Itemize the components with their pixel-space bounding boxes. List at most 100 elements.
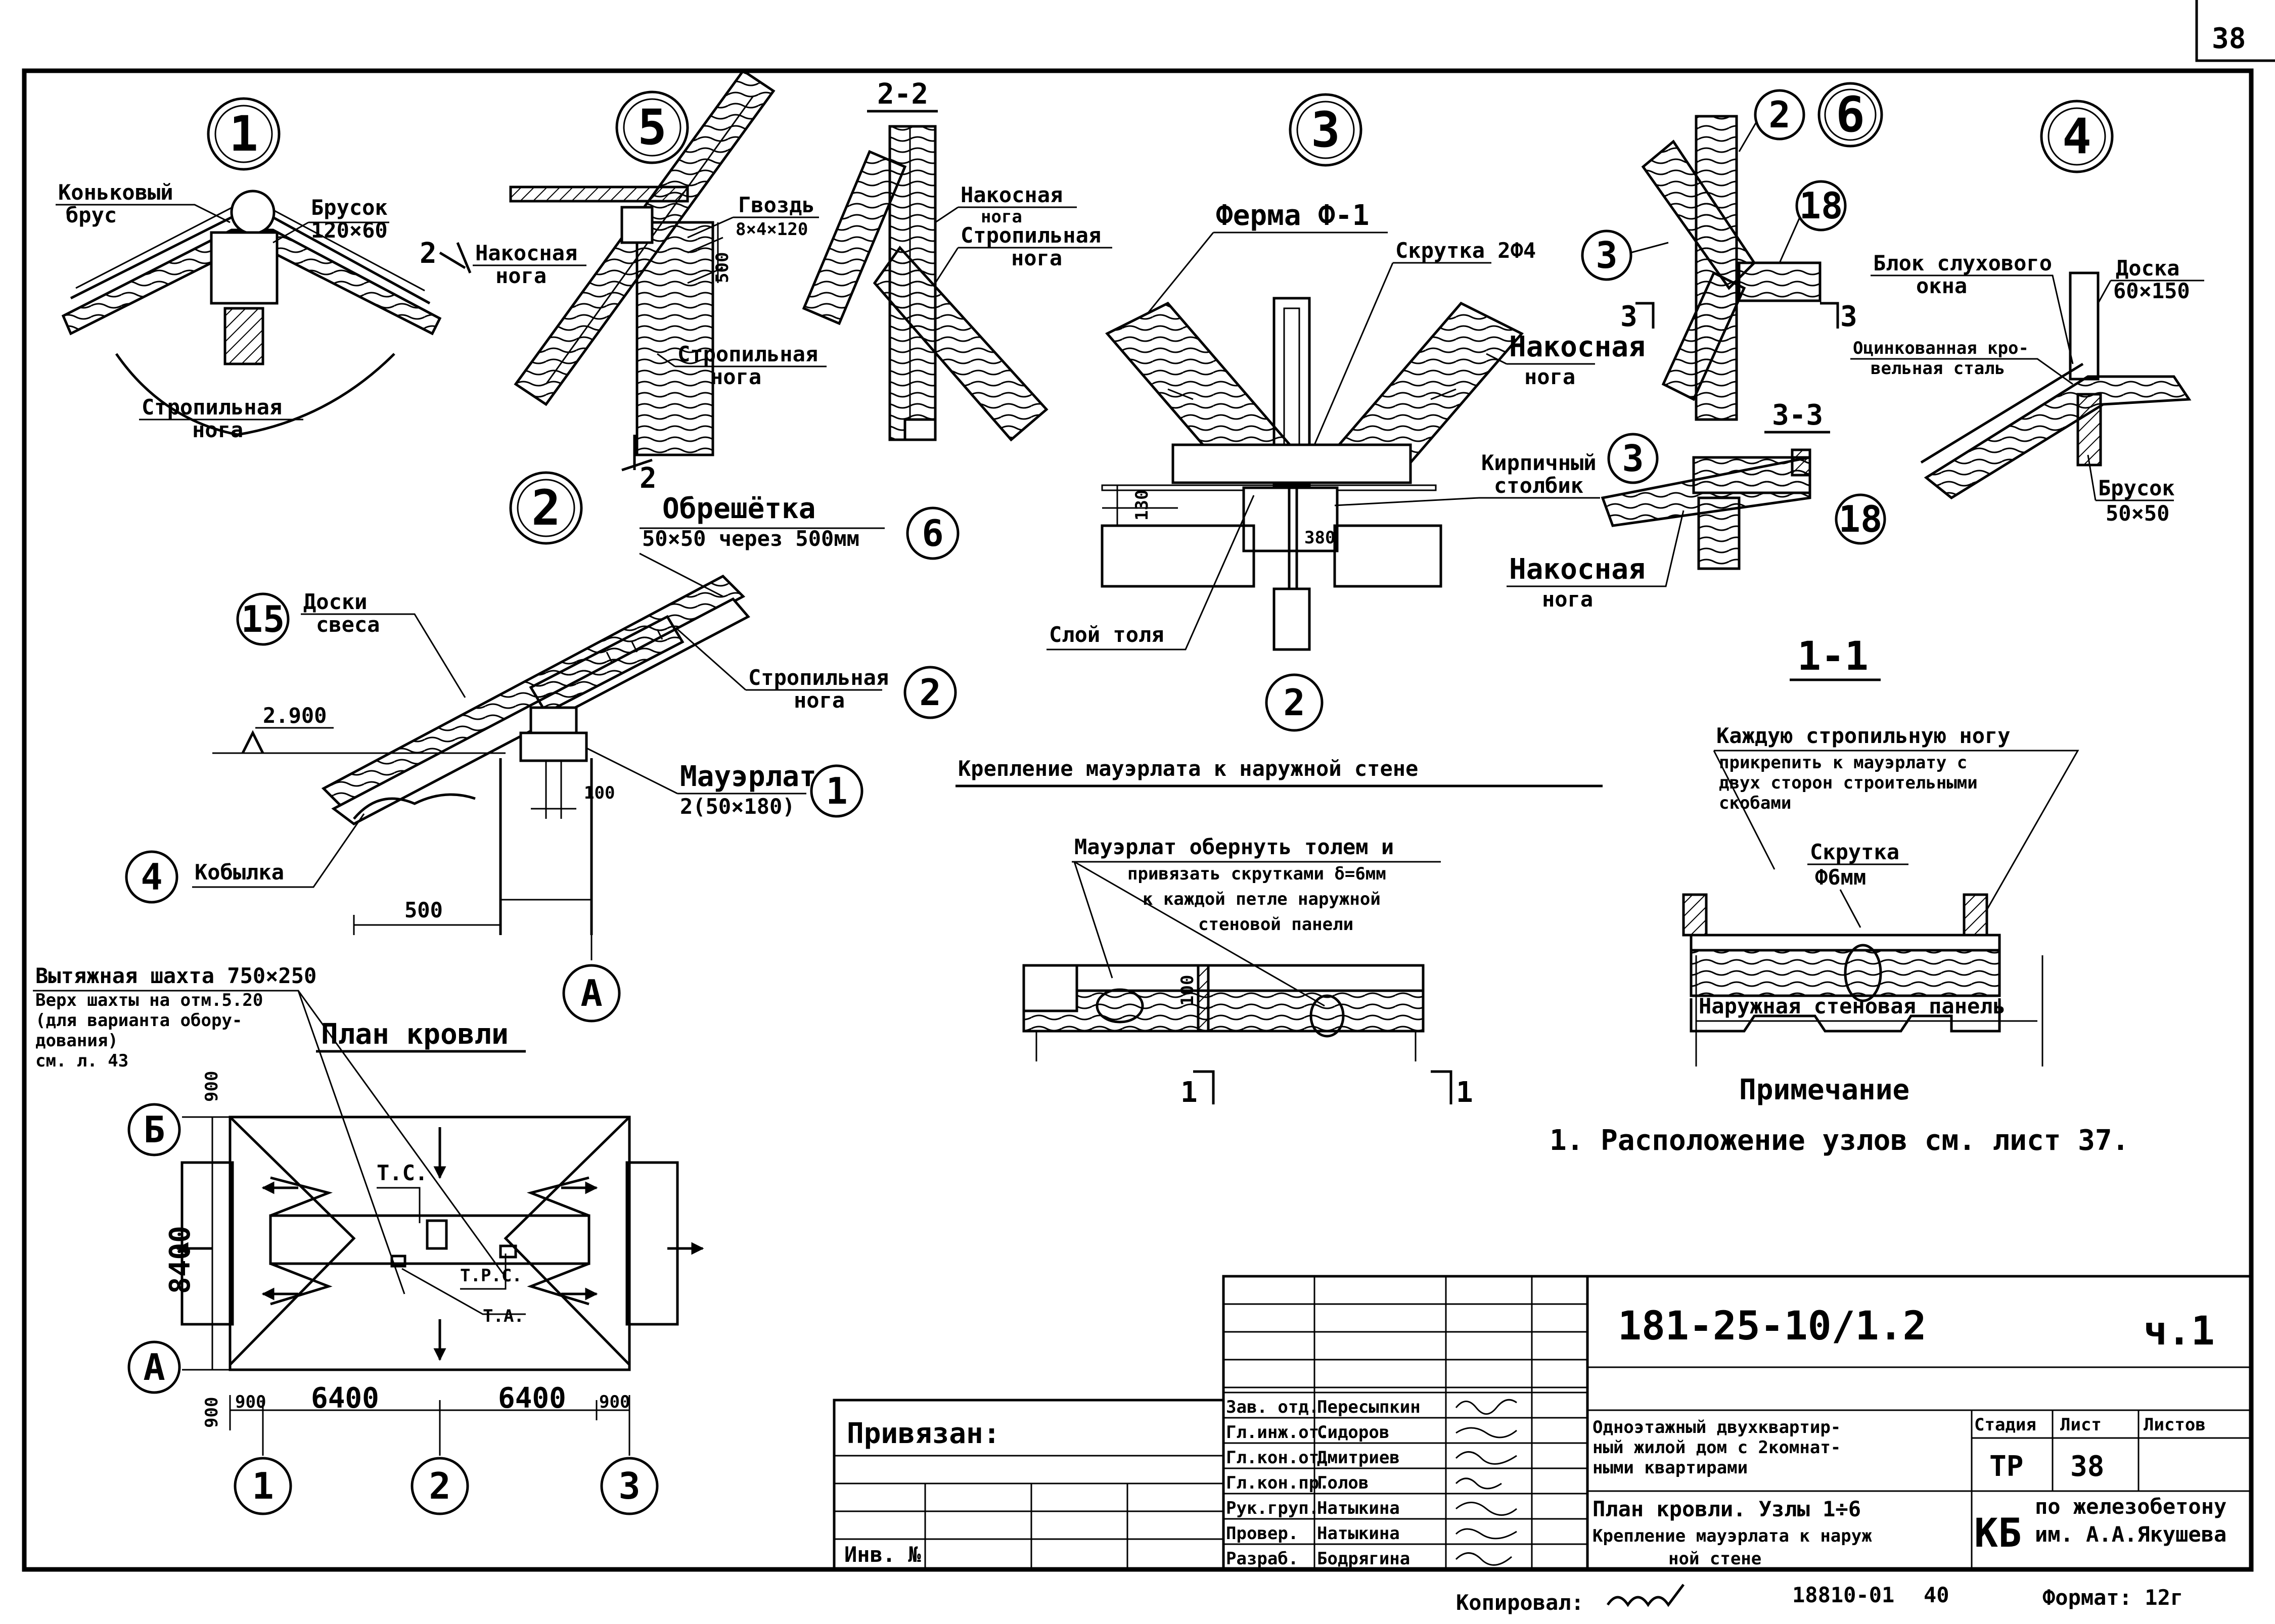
mauerlat-note-3: к каждой петле наружной — [1143, 889, 1381, 909]
roof-plan: Вытяжная шахта 750×250 Верх шахты на отм… — [33, 963, 704, 1515]
staff-role-7: Разраб. — [1226, 1549, 1298, 1569]
dim-900-c: 900 — [235, 1392, 266, 1412]
sheet-title-3: ной стене — [1668, 1549, 1761, 1569]
dim-500: 500 — [712, 252, 733, 283]
section-1-1-note-4: скобами — [1719, 793, 1791, 813]
copied-signature — [1606, 1584, 1685, 1607]
dim-130: 130 — [1132, 490, 1152, 521]
shaft-note-5: см. л. 43 — [35, 1051, 128, 1071]
staff-name-1: Пересыпкин — [1317, 1397, 1421, 1417]
shaft-note-2: Верх шахты на отм.5.20 — [35, 990, 263, 1010]
trs-label: Т.Р.С. — [460, 1266, 522, 1286]
twist-label: Скрутка 2Ф4 — [1395, 238, 1536, 263]
sheet-title-1: План кровли. Узлы 1÷6 — [1592, 1497, 1861, 1521]
axis-A2-mark: А — [143, 1346, 165, 1388]
node-4-number: 4 — [2062, 108, 2091, 165]
note-block: Примечание 1. Расположение узлов см. лис… — [1550, 1074, 2129, 1157]
eave-boards-label-2: свеса — [316, 612, 380, 637]
rafter-label-1: Стропильная — [677, 342, 818, 366]
node-6-number: 6 — [1836, 86, 1865, 143]
section-2-2: 2-2 Накосная нога Стропильная нога — [802, 78, 1112, 442]
shaft-note-3: (для варианта обору- — [35, 1010, 242, 1031]
staff-role-5: Рук.груп. — [1226, 1498, 1319, 1518]
brick-column-label-1: Кирпичный — [1481, 450, 1597, 475]
twist-label-1: Скрутка — [1810, 840, 1899, 864]
dim-500: 500 — [404, 898, 443, 922]
panel-label: Наружная стеновая панель — [1699, 994, 2006, 1018]
section-1-1-note-3: двух сторон строительными — [1719, 773, 1978, 793]
shaft-note-1: Вытяжная шахта 750×250 — [35, 963, 316, 988]
node-6-callout-3: 3 — [1596, 234, 1617, 276]
node-2: 2 2.900 100 500 А Обрешётка 50×50 через … — [125, 471, 960, 1023]
rafter-label-2: нога — [794, 688, 845, 713]
mauerlat-label-1: Мауэрлат — [680, 760, 816, 793]
org-mark: КБ — [1974, 1511, 2022, 1556]
node-4: 4 Блок слухового окна Доска 60×150 Оцинк… — [1850, 100, 2204, 526]
vent-shaft — [426, 1219, 448, 1250]
mauerlat-label-2: 2(50×180) — [680, 794, 795, 819]
doc-code: 181-25-10/1.2 — [1618, 1304, 1926, 1349]
nail-label-2: 8×4×120 — [736, 219, 808, 240]
kobylka-label: Кобылка — [195, 860, 284, 885]
diag-rafter-label-2: нога — [495, 263, 547, 288]
sheet-number-box — [2195, 0, 2275, 62]
project-title-1: Одноэтажный двухквартир- — [1592, 1417, 1841, 1437]
section-1-1-note-1: Каждую стропильную ногу — [1716, 723, 2011, 748]
ridge-beam — [210, 231, 279, 305]
rafter-label-2: нога — [1011, 246, 1062, 270]
nail-label-1: Гвоздь — [738, 193, 815, 217]
section-2-2-title: 2-2 — [877, 78, 928, 111]
mauerlat-dim-100: 100 — [1177, 975, 1198, 1006]
node-3-number: 3 — [1311, 102, 1340, 158]
node-1: 1 Коньковый брус Брусок 120×60 Стропильн… — [56, 97, 442, 442]
footer: Копировал: 18810-01 40 Формат: 12г — [1456, 1583, 2183, 1615]
node-5: 5 500 Накосная нога 2 Гвоздь 8×4×120 Стр… — [420, 69, 827, 495]
callout-1: 1 — [826, 770, 847, 812]
axis-2b-mark: 2 — [429, 1465, 450, 1507]
rafter-label-2: нога — [192, 417, 243, 442]
ridge-beam-label-2: брус — [66, 203, 117, 227]
node-5-number: 5 — [638, 99, 667, 156]
node-2-number: 2 — [531, 480, 561, 536]
steel-label-1: Оцинкованная кро- — [1853, 338, 2029, 358]
mauerlat-detail-title: Крепление мауэрлата к наружной стене — [958, 756, 1418, 781]
cut-mark-1b: 1 — [1456, 1076, 1473, 1109]
mauerlat-note-1: Мауэрлат обернуть толем и — [1074, 834, 1394, 859]
mauerlat-note-2: привязать скрутками δ=6мм — [1127, 864, 1386, 884]
ridge-block — [223, 307, 264, 365]
ridge-cap — [230, 190, 276, 235]
node-6-callout-18b: 18 — [1839, 498, 1883, 540]
diag-rafter-label-2: нога — [1524, 364, 1575, 389]
dim-900-d: 900 — [599, 1392, 630, 1412]
staff-role-1: Зав. отд. — [1226, 1397, 1319, 1417]
axis-1-mark: 1 — [252, 1465, 274, 1507]
section-1-1-note-2: прикрепить к мауэрлату с — [1719, 753, 1967, 773]
board-label-1: Доска — [2116, 256, 2179, 281]
print-number: 40 — [1924, 1583, 1949, 1607]
bar-label-2: 120×60 — [311, 218, 388, 243]
ta-label: Т.А. — [483, 1306, 524, 1326]
inv-label: Инв. № — [844, 1542, 921, 1567]
dim-900-a: 900 — [202, 1071, 222, 1102]
cut-mark-1a: 1 — [1180, 1076, 1198, 1109]
cut-mark-2b: 2 — [640, 462, 657, 495]
order-number: 18810-01 — [1792, 1583, 1894, 1607]
sheet-title-2: Крепление мауэрлата к наруж — [1592, 1526, 1872, 1546]
mauerlat-beam — [1171, 443, 1412, 484]
cut-3-3-label: 3-3 — [1772, 399, 1823, 432]
bar-label-1: Брусок — [311, 195, 388, 220]
rafter-label-1: Стропильная — [961, 223, 1101, 248]
node-1-number: 1 — [229, 106, 258, 162]
sheets-header: Листов — [2144, 1415, 2206, 1435]
staff-role-2: Гл.инж.от. — [1226, 1422, 1330, 1443]
project-title-2: ный жилой дом с 2комнат- — [1592, 1437, 1841, 1458]
staff-role-4: Гл.кон.пр. — [1226, 1473, 1330, 1493]
callout-2: 2 — [919, 671, 941, 714]
cut-mark-3a: 3 — [1620, 300, 1637, 333]
bar-label-1: Брусок — [2098, 476, 2175, 500]
steel-label-2: вельная сталь — [1871, 358, 2005, 379]
mauerlat — [519, 731, 588, 762]
node-6: 6 2 18 3 3 3 3-3 3 18 Накосная нога — [1507, 82, 1886, 612]
diag-rafter-label-2: нога — [981, 207, 1022, 227]
section-1-1-title: 1-1 — [1797, 634, 1869, 679]
